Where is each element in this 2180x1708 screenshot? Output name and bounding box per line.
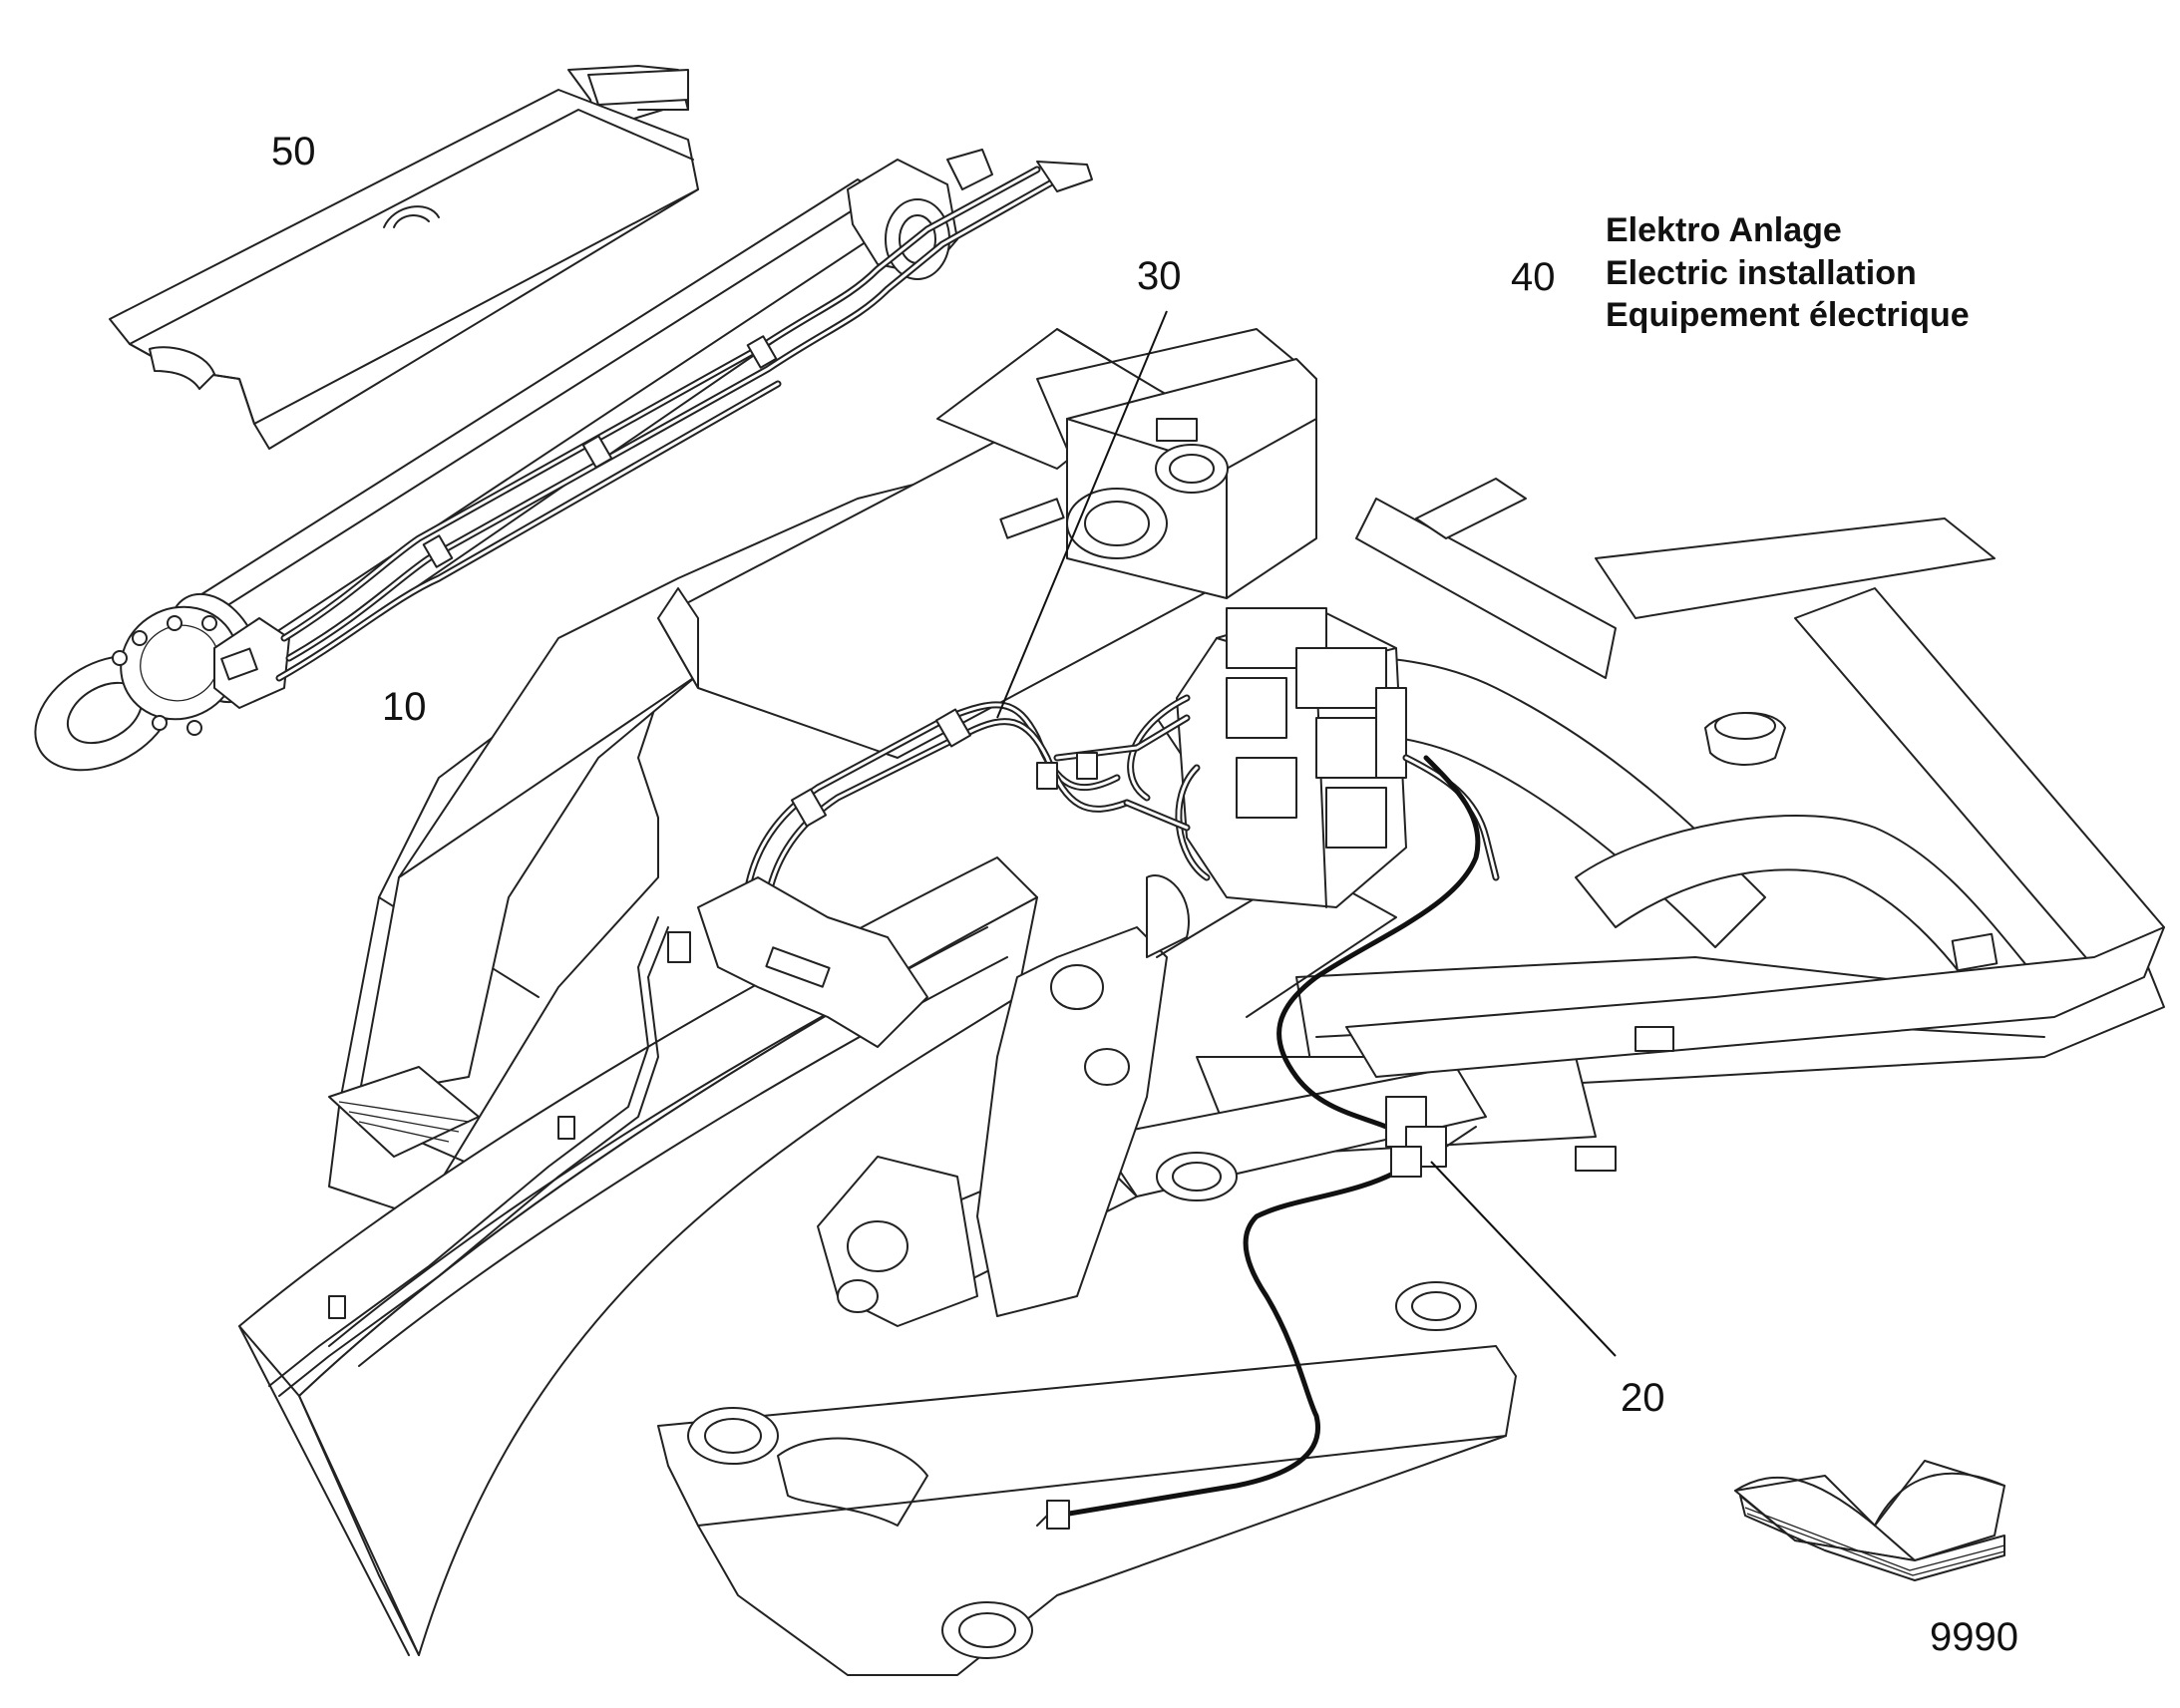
leader-line-30	[996, 310, 1168, 719]
callout-10: 10	[382, 685, 427, 729]
service-manual-book	[1734, 1460, 2005, 1581]
legend-line-french: Equipement électrique	[1606, 296, 1970, 334]
callout-30: 30	[1137, 254, 1182, 298]
callout-20: 20	[1621, 1376, 1665, 1420]
control-valve-block	[1127, 607, 1407, 908]
legend-line-german: Elektro Anlage	[1606, 211, 1842, 249]
boom-foot-bracket	[817, 866, 1397, 1327]
legend-line-english: Electric installation	[1606, 254, 1917, 292]
cylinder-guard-cover	[109, 65, 699, 450]
callout-50: 50	[271, 130, 316, 173]
cylinder-hoses	[275, 161, 1093, 682]
leader-line-20	[1430, 1161, 1617, 1357]
electric-cable-harness	[1036, 755, 1481, 1530]
callout-40: 40	[1511, 255, 1556, 299]
mounting-plate	[268, 876, 928, 1397]
callout-9990: 9990	[1930, 1615, 2018, 1659]
hydraulic-cylinder	[34, 149, 993, 772]
